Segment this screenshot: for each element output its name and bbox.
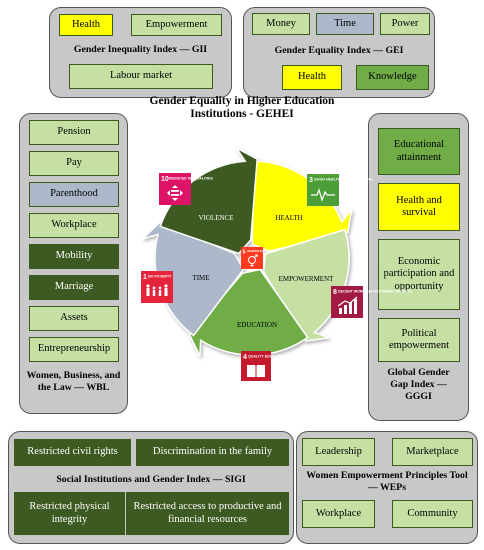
wbl-panel: Pension Pay Parenthood Workplace Mobilit… (19, 113, 128, 414)
segment-label-empowerment: EMPOWERMENT (279, 275, 335, 283)
weps-panel: Leadership Marketplace Women Empowerment… (296, 431, 478, 544)
sdg-4-text: QUALITY EDUCATION (248, 355, 286, 359)
sdg-8-text: DECENT WORK AND ECONOMIC GROWTH (338, 290, 412, 294)
segment-label-education: EDUCATION (237, 321, 277, 329)
wbl-item-pension: Pension (29, 120, 119, 145)
sigi-item-civil-rights: Restricted civil rights (14, 439, 131, 466)
equality-icon (167, 185, 183, 201)
wbl-title-line2: the Law — WBL (37, 381, 110, 393)
gii-item-health: Health (59, 14, 113, 36)
gii-item-labour-market: Labour market (69, 64, 213, 89)
book-icon (247, 363, 265, 377)
weps-title-line2: — WEPs (367, 481, 407, 493)
growth-chart-icon (337, 296, 358, 314)
sdg-10-text: REDUCED INEQUALITIES (169, 177, 214, 181)
weps-item-workplace: Workplace (302, 500, 375, 528)
sdg-8-number: 8 (333, 289, 337, 296)
gei-item-knowledge: Knowledge (356, 65, 429, 90)
sdg-1-badge: 1 NO POVERTY (141, 271, 173, 303)
gehei-title-line2: Institutions - GEHEI (190, 108, 294, 121)
wbl-item-workplace: Workplace (29, 213, 119, 238)
wbl-item-parenthood: Parenthood (29, 182, 119, 207)
gggi-panel: Educational attainment Health and surviv… (368, 113, 469, 421)
gggi-item-educational-attainment: Educational attainment (378, 128, 460, 175)
weps-item-community: Community (392, 500, 473, 528)
heartbeat-icon (311, 188, 335, 202)
gehei-title: Gender Equality in Higher Education Inst… (0, 95, 484, 121)
sigi-item-physical-integrity: Restricted physical integrity (14, 492, 125, 535)
sdg-3-text: GOOD HEALTH AND WELL-BEING (314, 178, 373, 182)
gei-item-power: Power (380, 13, 430, 35)
gggi-title-line3: GGGI (405, 390, 432, 402)
wbl-item-pay: Pay (29, 151, 119, 176)
sigi-title: Social Institutions and Gender Index — S… (56, 474, 246, 485)
sdg-5-number: 5 (243, 250, 246, 256)
gggi-title: Global Gender Gap Index — GGGI (369, 367, 468, 402)
gei-panel: Money Time Power Gender Equality Index —… (243, 7, 435, 98)
wbl-item-mobility: Mobility (29, 244, 119, 269)
sigi-item-family-discrimination: Discrimination in the family (136, 439, 289, 466)
gei-item-money: Money (252, 13, 310, 35)
wbl-title: Women, Business, and the Law — WBL (20, 370, 127, 394)
family-icon (146, 284, 168, 296)
wbl-item-marriage: Marriage (29, 275, 119, 300)
gii-panel: Health Empowerment Gender Inequality Ind… (49, 7, 232, 98)
weps-title-line1: Women Empowerment Principles Tool (306, 470, 468, 481)
sdg-4-badge: 4 QUALITY EDUCATION (241, 351, 286, 381)
sdg-10-badge: 10 REDUCED INEQUALITIES (159, 173, 214, 205)
gei-item-health: Health (282, 65, 342, 90)
gii-title: Gender Inequality Index — GII (73, 44, 208, 55)
gggi-title-line2: Gap Index — (390, 378, 447, 390)
sigi-item-resources-access: Restricted access to productive and fina… (126, 492, 289, 535)
segment-label-health: HEALTH (275, 214, 302, 222)
sdg-4-number: 4 (243, 354, 247, 361)
segment-violence (159, 147, 258, 255)
gender-icon (248, 254, 258, 267)
gggi-item-political-empowerment: Political empowerment (378, 318, 460, 362)
gggi-title-line1: Global Gender (387, 367, 450, 378)
wbl-item-assets: Assets (29, 306, 119, 331)
gei-item-time: Time (316, 13, 374, 35)
gehei-title-line1: Gender Equality in Higher Education (149, 95, 335, 107)
sdg-5-badge: 5 GENDER EQUALITY (241, 247, 274, 269)
sdg-3-badge: 3 GOOD HEALTH AND WELL-BEING (307, 174, 373, 206)
sdg-1-number: 1 (143, 274, 147, 281)
weps-title: Women Empowerment Principles Tool — WEPs (297, 470, 477, 494)
wbl-title-line1: Women, Business, and (26, 370, 121, 381)
sdg-1-text: NO POVERTY (148, 275, 172, 279)
sdg-5-text: GENDER EQUALITY (247, 249, 274, 253)
segment-label-violence: VIOLENCE (199, 214, 234, 222)
segment-label-time: TIME (192, 274, 209, 282)
weps-item-marketplace: Marketplace (392, 438, 473, 466)
wbl-item-entrepreneurship: Entrepreneurship (29, 337, 119, 362)
sdg-3-number: 3 (309, 177, 313, 184)
sigi-panel: Restricted civil rights Discrimination i… (8, 431, 294, 544)
gggi-item-health-survival: Health and survival (378, 183, 460, 231)
gii-item-empowerment: Empowerment (131, 14, 222, 36)
weps-item-leadership: Leadership (302, 438, 375, 466)
gggi-item-economic-participation: Economic participation and opportunity (378, 239, 460, 310)
sdg-8-badge: 8 DECENT WORK AND ECONOMIC GROWTH (331, 286, 412, 318)
gei-title: Gender Equality Index — GEI (274, 45, 404, 56)
sdg-10-number: 10 (161, 176, 169, 183)
